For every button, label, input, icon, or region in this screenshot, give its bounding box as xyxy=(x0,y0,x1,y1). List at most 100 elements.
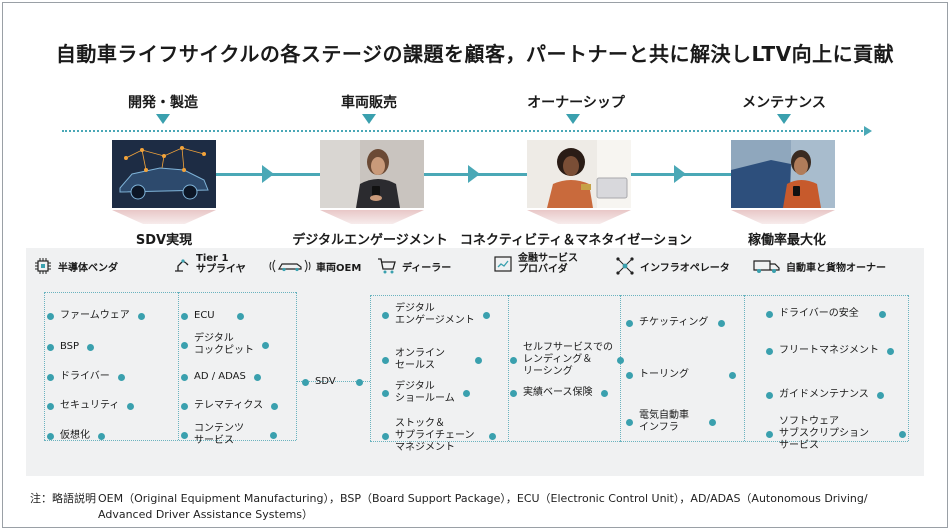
truck-icon xyxy=(752,256,782,276)
node-usage-based-insurance: 実績ベース保険 xyxy=(510,387,608,399)
connector-line xyxy=(296,292,297,440)
category-label: Tier 1 サプライヤ xyxy=(196,253,246,275)
photo-reflection xyxy=(112,210,216,224)
chevron-right-icon xyxy=(468,165,480,183)
node-dot xyxy=(47,343,54,351)
connector-line xyxy=(44,440,296,441)
stage-label-development: 開発・製造 xyxy=(128,95,198,111)
node-dot xyxy=(766,310,773,318)
stage-marker xyxy=(777,114,791,124)
connector-line xyxy=(44,292,158,440)
photo-reflection xyxy=(731,210,835,224)
node-dot xyxy=(382,356,389,364)
footnote: 注：略語説明 OEM（Original Equipment Manufactur… xyxy=(30,491,868,523)
node-dot xyxy=(236,312,244,320)
node-dot xyxy=(510,356,517,364)
connector-line xyxy=(158,292,178,440)
node-dot xyxy=(302,378,309,386)
chevron-right-icon xyxy=(674,165,686,183)
node-dot xyxy=(626,319,633,327)
finance-doc-icon xyxy=(492,254,514,274)
node-dot xyxy=(878,310,886,318)
category-label: インフラオペレータ xyxy=(640,262,730,274)
node-bsp: BSP xyxy=(47,341,95,353)
node-dot xyxy=(718,319,726,327)
connector-line xyxy=(620,295,621,441)
photo-woman-with-phone xyxy=(320,140,424,208)
node-dot xyxy=(270,431,277,439)
category-infra: インフラオペレータ xyxy=(614,256,730,276)
category-label: 半導体ベンダ xyxy=(58,262,118,274)
node-dot xyxy=(510,389,517,397)
node-firmware: ファームウェア xyxy=(47,310,145,322)
node-dot xyxy=(899,430,906,438)
stage-label-sales: 車両販売 xyxy=(341,95,397,111)
car-icon xyxy=(268,256,312,276)
node-dot xyxy=(47,402,54,410)
timeline-arrow-icon xyxy=(864,126,872,136)
node-ticketing: チケッティング xyxy=(626,317,726,329)
connector-line xyxy=(370,295,620,296)
category-semiconductor: 半導体ベンダ xyxy=(32,256,118,276)
node-dot xyxy=(271,402,279,410)
node-dot xyxy=(262,341,269,349)
connector-line xyxy=(508,295,509,441)
node-driver: ドライバー xyxy=(47,371,125,383)
node-dot xyxy=(482,311,490,319)
node-ad-adas: AD / ADAS xyxy=(181,371,261,383)
photo-reflection xyxy=(320,210,424,224)
connector-line xyxy=(620,295,908,296)
stage-marker xyxy=(156,114,170,124)
outcome-digital-engagement: デジタルエンゲージメント xyxy=(292,233,448,248)
node-dot xyxy=(137,312,145,320)
category-label: 車両OEM xyxy=(316,262,362,274)
stage-marker xyxy=(566,114,580,124)
node-dot xyxy=(626,418,633,426)
node-dot xyxy=(47,373,54,381)
chevron-right-icon xyxy=(262,165,274,183)
node-driver-safety: ドライバーの安全 xyxy=(766,308,886,320)
node-ecu: ECU xyxy=(181,310,244,322)
connector-line xyxy=(908,295,909,441)
category-tier1: Tier 1 サプライヤ xyxy=(170,253,246,275)
node-telematics: テレマティクス xyxy=(181,400,279,412)
node-dot xyxy=(729,371,736,379)
category-oem: 車両OEM xyxy=(268,256,361,276)
node-dot xyxy=(98,432,105,440)
node-tolling: トーリング xyxy=(626,369,736,381)
node-sdv: SDV xyxy=(302,376,363,388)
stage-marker xyxy=(362,114,376,124)
node-dot xyxy=(382,311,389,319)
node-guided-maintenance: ガイドメンテナンス xyxy=(766,389,884,401)
photo-connected-car-wireframe xyxy=(112,140,216,208)
photo-man-in-car-with-phone xyxy=(731,140,835,208)
connector-line xyxy=(296,381,370,382)
node-dot xyxy=(181,402,188,410)
timeline-dotted-line xyxy=(62,130,867,132)
node-dot xyxy=(766,347,773,355)
footnote-line: OEM（Original Equipment Manufacturing），BS… xyxy=(98,492,868,505)
category-label: ディーラー xyxy=(402,262,452,274)
node-online-sales: オンライン セールス xyxy=(382,348,482,372)
network-icon xyxy=(614,256,636,276)
node-digital-cockpit: デジタル コックピット xyxy=(181,333,269,357)
node-dot xyxy=(47,432,54,440)
node-software-subscription: ソフトウェア サブスクリプション サービス xyxy=(766,416,906,452)
node-dot xyxy=(766,391,773,399)
connector-line xyxy=(370,441,620,442)
outcome-connectivity: コネクティビティ＆マネタイゼーション xyxy=(459,233,693,248)
connector-line xyxy=(178,292,179,440)
category-dealer: ディーラー xyxy=(376,256,451,276)
node-ev-infra: 電気自動車 インフラ xyxy=(626,410,716,434)
node-dot xyxy=(488,432,496,440)
connector-line xyxy=(370,295,371,441)
outcome-sdv: SDV実現 xyxy=(135,233,193,248)
stage-label-ownership: オーナーシップ xyxy=(527,95,625,111)
node-dot xyxy=(181,341,188,349)
category-owner: 自動車と貨物オーナー xyxy=(752,256,886,276)
node-dot xyxy=(382,432,389,440)
node-supply-chain: ストック＆ サプライチェーン マネジメント xyxy=(382,418,496,454)
page-title: 自動車ライフサイクルの各ステージの課題を顧客，パートナーと共に解決しLTV向上に… xyxy=(55,42,895,66)
node-dot xyxy=(253,373,261,381)
